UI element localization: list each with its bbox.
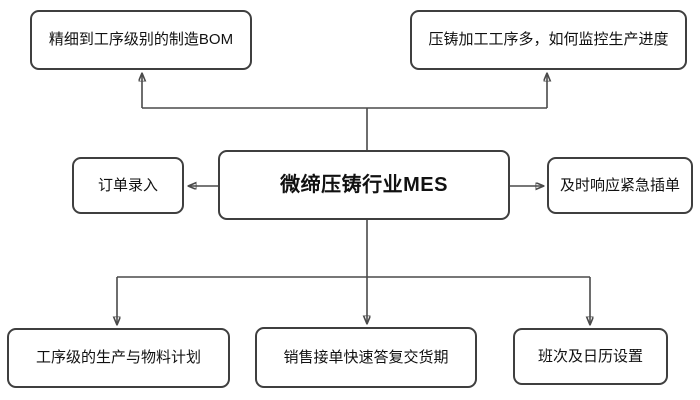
node-top-right-monitor-progress: 压铸加工工序多，如何监控生产进度	[410, 10, 687, 70]
node-right-urgent-order-response: 及时响应紧急插单	[547, 157, 693, 214]
node-left-order-entry: 订单录入	[72, 157, 184, 214]
node-bottom-middle-delivery-reply: 销售接单快速答复交货期	[255, 327, 477, 388]
node-center-mes: 微缔压铸行业MES	[218, 150, 510, 220]
node-bottom-left-production-material-plan: 工序级的生产与物料计划	[7, 328, 230, 388]
node-top-left-manufacturing-bom: 精细到工序级别的制造BOM	[30, 10, 252, 70]
node-bottom-right-shift-calendar: 班次及日历设置	[513, 328, 668, 385]
